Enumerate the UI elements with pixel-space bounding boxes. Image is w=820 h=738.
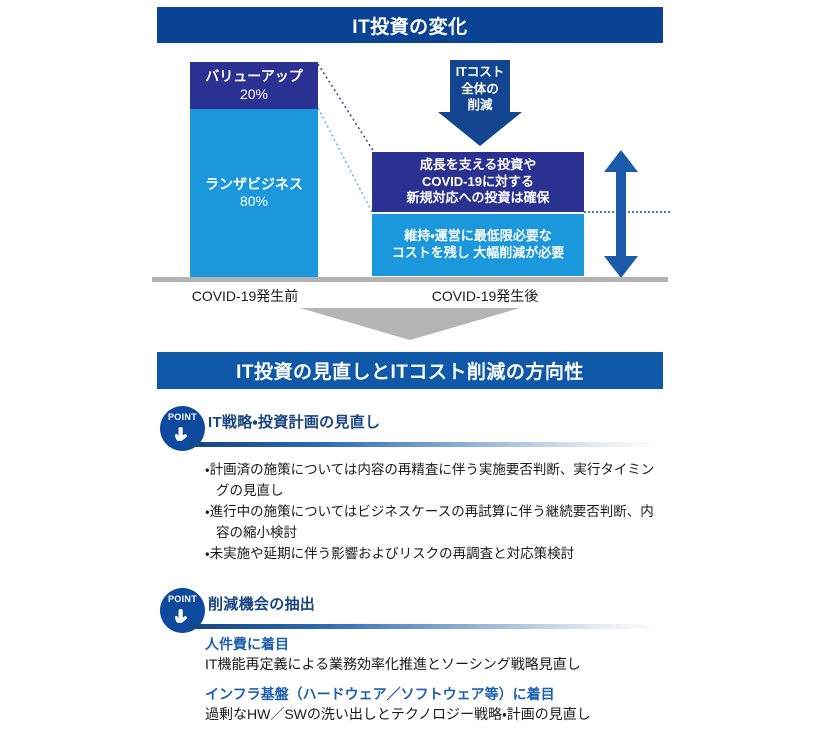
arrow-label-line-3: 削減: [467, 98, 493, 112]
connector-line-bottom: [317, 107, 375, 217]
list-item: ・進行中の施策についてはビジネスケースの再試算に伴う継続要否判断、内容の縮小検討: [205, 504, 654, 540]
arrow-head-down-icon: [438, 112, 522, 146]
sub-item-heading: 人件費に着目: [205, 636, 289, 652]
point-heading-strategy-review: IT戦略・投資計画の見直し: [208, 414, 663, 432]
axis-label-after-covid: COVID-19発生後: [431, 288, 539, 304]
sub-item-heading: インフラ基盤（ハードウェア／ソフトウェア等）に着目: [205, 685, 555, 702]
point-badge: POINT: [160, 406, 205, 451]
arrow-head-down-icon: [604, 256, 638, 278]
section-transition-arrow-icon: [300, 308, 520, 340]
dotted-divider-line: [584, 211, 670, 213]
bar-segment-value-up-label: バリューアップ: [205, 68, 303, 84]
it-cost-reduction-arrow: ITコスト 全体の 削減: [438, 60, 522, 146]
pointing-hand-icon: [174, 609, 187, 623]
list-item: ・計画済の施策については内容の再精査に伴う実施要否判断、実行タイミングの見直し: [205, 462, 655, 498]
point-underline-rule: [190, 624, 663, 629]
box-secure-growth-investment: 成長を支える投資や COVID-19に対する 新規対応への投資は確保: [372, 152, 584, 212]
list-item: 人件費に着目 IT機能再定義による業務効率化推進とソーシング戦略見直し: [205, 634, 675, 675]
point-heading-cost-reduction: 削減機会の抽出: [208, 596, 663, 614]
box-reduce-line-2: コストを残し 大幅削減が必要: [391, 245, 565, 260]
list-item: ・未実施や延期に伴う影響およびリスクの再調査と対応策検討: [205, 546, 575, 562]
point-badge: POINT: [160, 588, 205, 633]
box-reduce-line-1: 維持・運営に最低限必要な: [404, 228, 552, 244]
point-bullet-list: ・計画済の施策については内容の再精査に伴う実施要否判断、実行タイミングの見直し …: [205, 460, 667, 566]
box-secure-line-3: 新規対応への投資は確保: [406, 190, 550, 206]
bar-segment-run-the-business-label: ランザビジネス: [205, 175, 303, 192]
arrow-head-up-icon: [604, 150, 638, 172]
chart-baseline: [152, 277, 668, 282]
point-badge-label: POINT: [167, 594, 197, 604]
bar-segment-run-the-business: ランザビジネス 80%: [190, 109, 318, 277]
arrow-shaft: [450, 60, 510, 112]
bar-segment-value-up-percent: 20%: [239, 85, 269, 102]
box-secure-line-1: 成長を支える投資や: [419, 156, 537, 172]
box-secure-line-2: COVID-19に対する: [422, 173, 534, 189]
connector-line-top: [317, 63, 375, 153]
arrow-label-line-1: ITコスト: [455, 65, 505, 79]
it-cost-reduction-arrow-label: ITコスト 全体の 削減: [438, 64, 522, 114]
point-underline-rule: [190, 442, 663, 447]
box-minimum-maintenance-cost: 維持・運営に最低限必要な コストを残し 大幅削減が必要: [372, 214, 584, 276]
point-title: 削減機会の抽出: [208, 596, 316, 613]
arrow-label-line-2: 全体の: [461, 81, 499, 96]
double-arrow-shaft: [616, 170, 626, 258]
point-badge-label: POINT: [167, 412, 197, 422]
section-title-it-investment-change: IT投資の変化: [157, 7, 663, 43]
section-title-it-investment-review: IT投資の見直しとITコスト削減の方向性: [157, 352, 663, 389]
reduction-range-double-arrow-icon: [604, 150, 638, 278]
pointing-hand-icon: [174, 427, 187, 441]
axis-label-before-covid: COVID-19発生前: [191, 288, 299, 304]
sub-item-body: 過剰なHW／SWの洗い出しとテクノロジー戦略・計画の見直し: [205, 705, 591, 722]
bar-segment-run-the-business-percent: 80%: [239, 193, 269, 209]
point-title: IT戦略・投資計画の見直し: [208, 414, 381, 431]
sub-item-body: IT機能再定義による業務効率化推進とソーシング戦略見直し: [205, 656, 581, 673]
list-item: インフラ基盤（ハードウェア／ソフトウェア等）に着目 過剰なHW／SWの洗い出しと…: [205, 684, 675, 725]
point-sub-item-list: 人件費に着目 IT機能再定義による業務効率化推進とソーシング戦略見直し インフラ…: [205, 634, 675, 733]
bar-segment-value-up: バリューアップ 20%: [190, 62, 318, 109]
it-investment-chart: [150, 55, 680, 305]
